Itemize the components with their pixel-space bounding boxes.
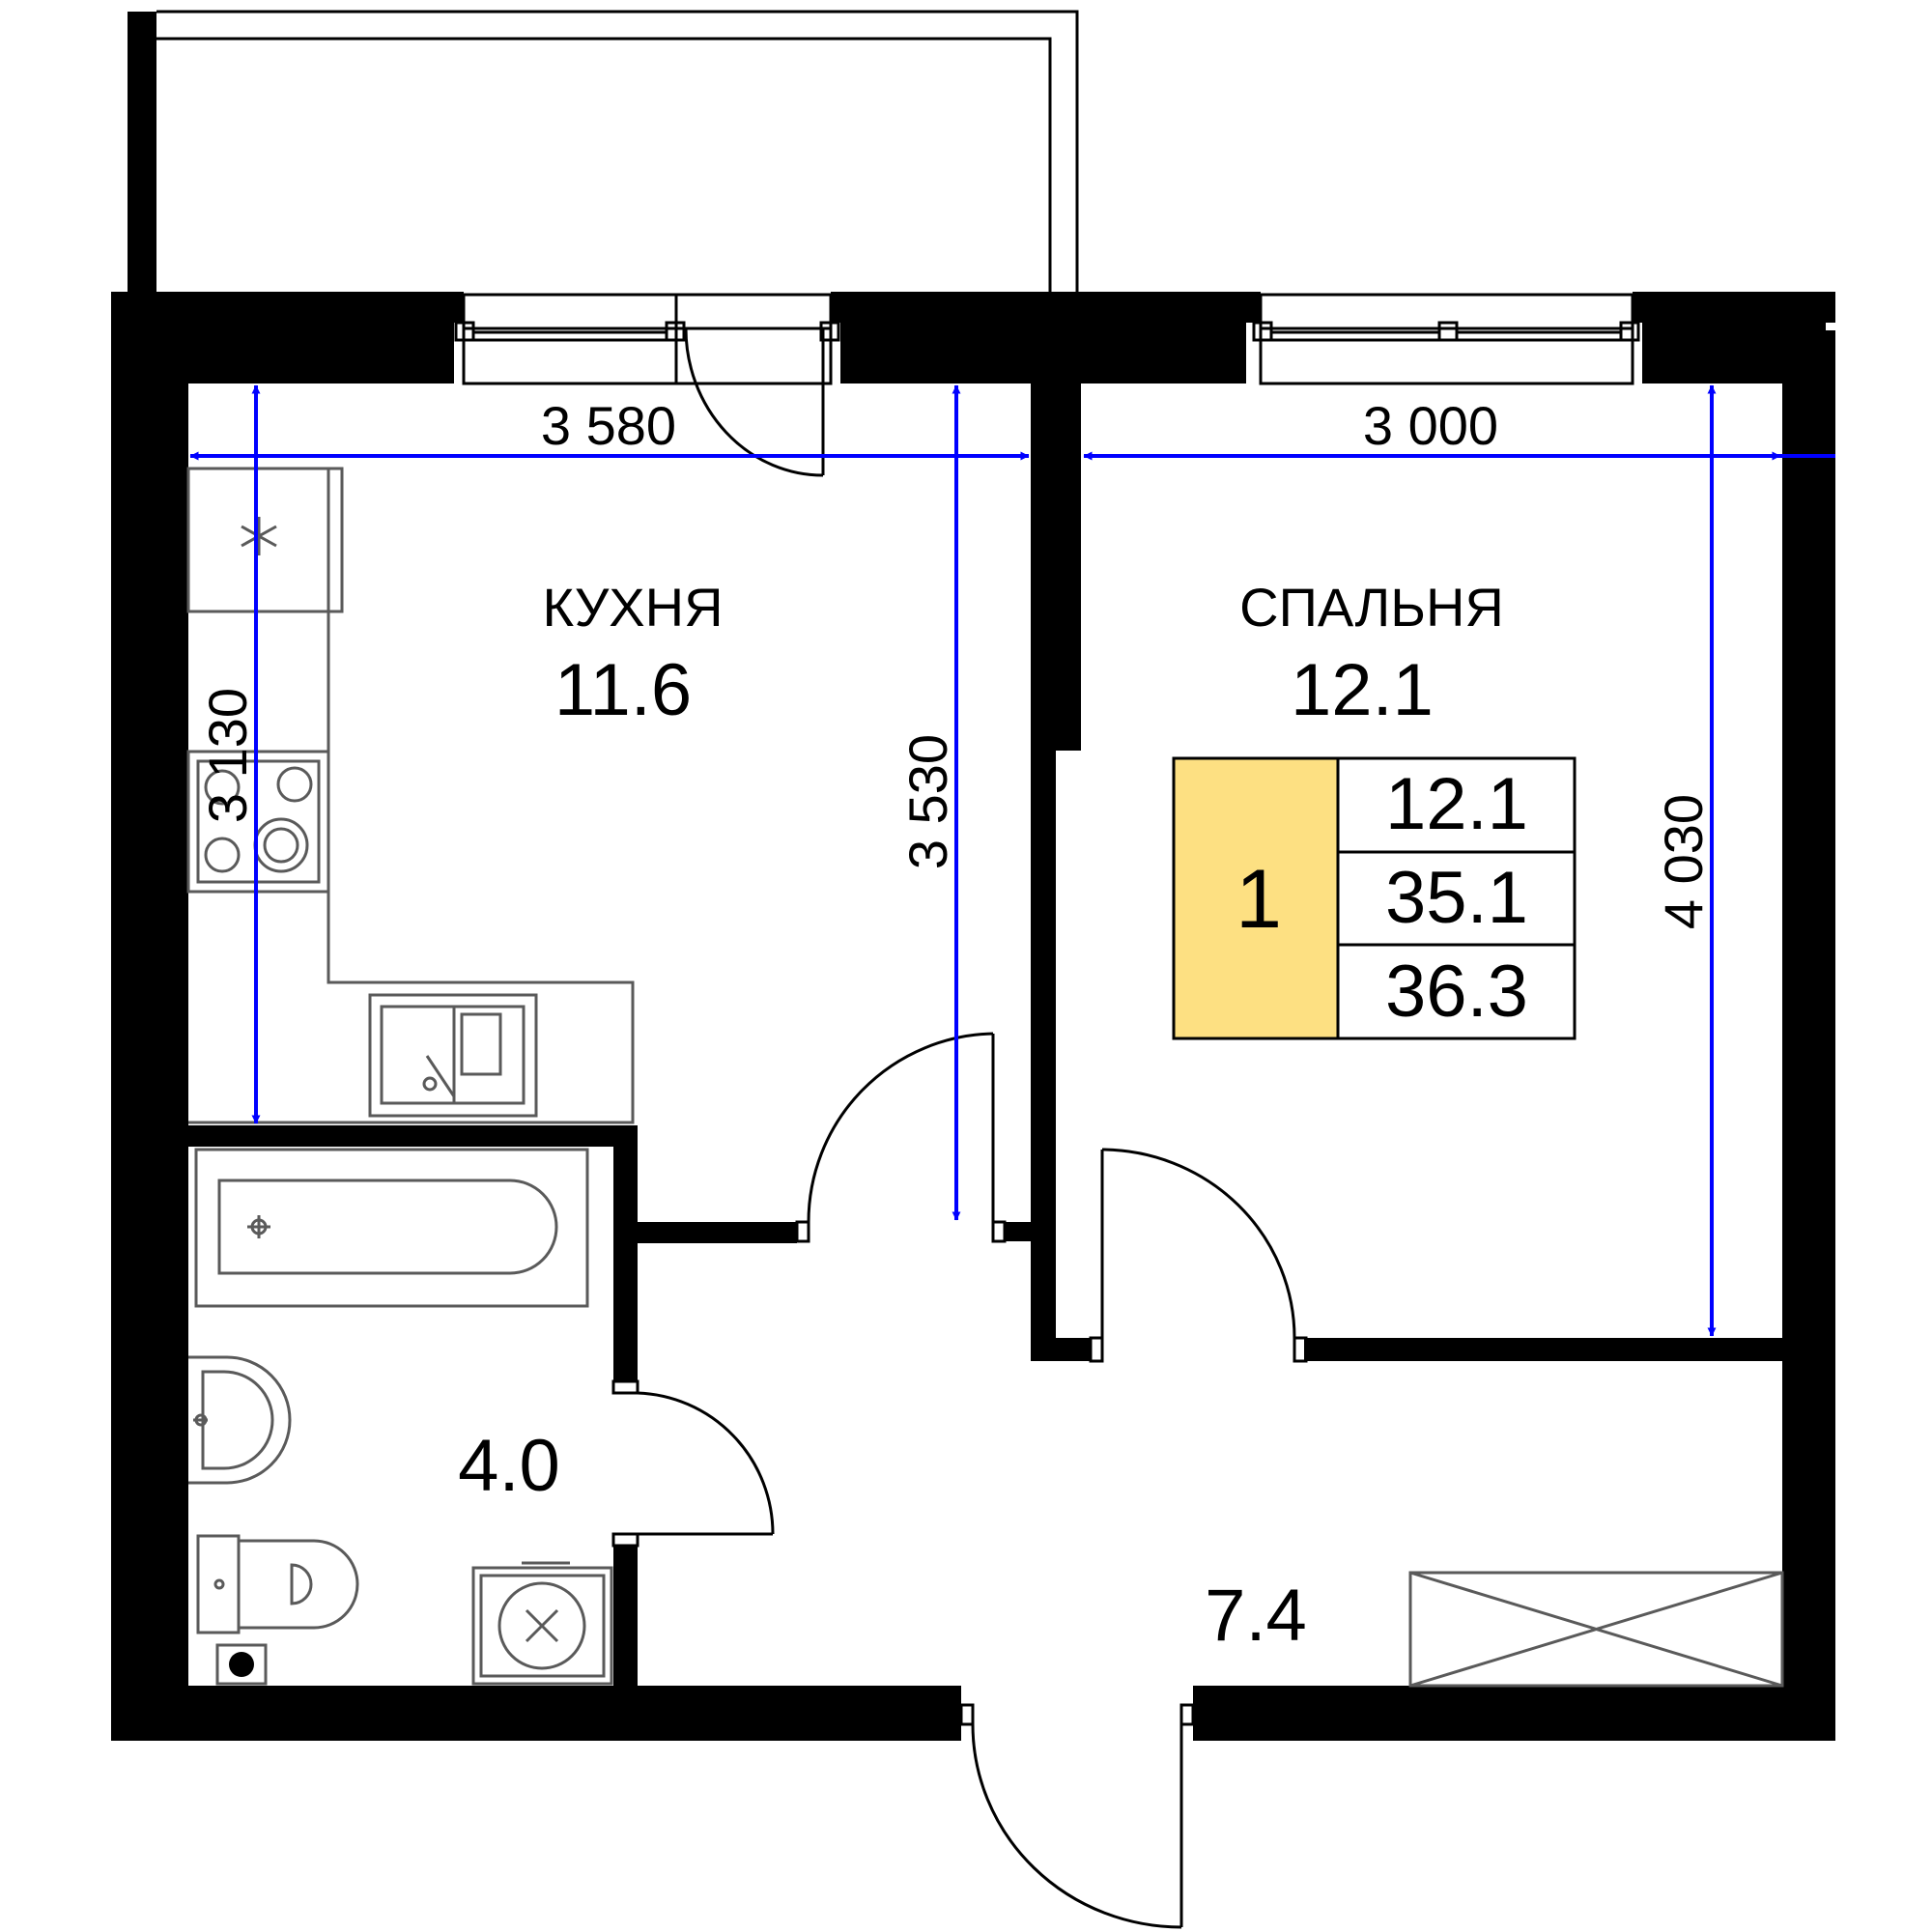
balcony <box>128 10 1079 292</box>
top-windows <box>454 293 1640 385</box>
balcony-door <box>684 327 825 477</box>
interior-doors <box>637 1032 1296 1929</box>
total-area-with-balcony: 36.3 <box>1385 951 1528 1033</box>
total-area: 35.1 <box>1385 857 1528 939</box>
dimension-arrows <box>189 384 1835 1337</box>
area-summary-table: 1 12.1 35.1 36.3 <box>1172 756 1577 1040</box>
kitchen-depth-right-label: 3 530 <box>897 734 958 869</box>
kitchen-depth-left-label: 3 130 <box>197 688 258 823</box>
total-area-with-balcony-cell <box>1336 943 1577 1040</box>
inner-walls <box>188 384 1782 1726</box>
kitchen-area: 11.6 <box>554 649 692 731</box>
bathroom-fixtures <box>188 1148 613 1686</box>
living-area-cell <box>1336 756 1577 854</box>
rooms-count: 1 <box>1236 853 1282 946</box>
kitchen-width-label: 3 580 <box>541 395 676 456</box>
bathroom-area: 4.0 <box>458 1425 560 1507</box>
rooms-count-cell <box>1172 756 1340 1040</box>
outer-walls <box>111 292 1835 1741</box>
bedroom-width-label: 3 000 <box>1363 395 1498 456</box>
bedroom-name: СПАЛЬНЯ <box>1239 577 1504 638</box>
hallway-area: 7.4 <box>1205 1575 1307 1657</box>
snowflake-icon <box>241 517 277 555</box>
wardrobe <box>1408 1571 1784 1688</box>
bedroom-depth-label: 4 030 <box>1653 794 1714 929</box>
total-area-cell <box>1336 850 1577 947</box>
living-area: 12.1 <box>1385 763 1528 845</box>
bedroom-area: 12.1 <box>1291 649 1434 731</box>
kitchen-name: КУХНЯ <box>542 577 723 638</box>
